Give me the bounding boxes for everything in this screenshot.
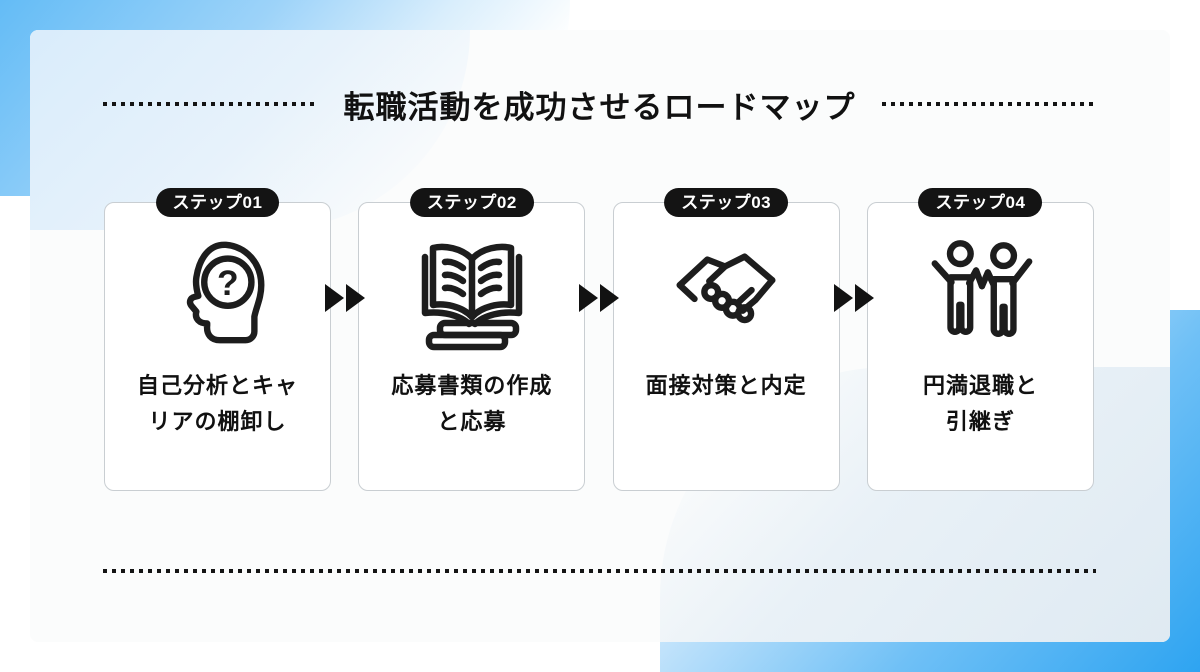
dotted-line-bottom <box>103 569 1096 573</box>
arrow-triangle <box>579 284 598 312</box>
title-row: 転職活動を成功させるロードマップ <box>103 82 1096 126</box>
head-question-icon: ? <box>157 230 279 356</box>
step-2-label: 応募書類の作成 と応募 <box>391 373 553 434</box>
svg-text:?: ? <box>217 263 239 303</box>
double-arrow-icon <box>579 284 619 312</box>
step-card-2: ステップ02 <box>358 188 586 491</box>
dotted-line-left <box>103 102 318 106</box>
dotted-line-right <box>881 102 1096 106</box>
arrow-triangle <box>834 284 853 312</box>
step-2-badge: ステップ02 <box>409 188 534 217</box>
double-arrow-icon <box>325 284 365 312</box>
step-3-label: 面接対策と内定 <box>645 373 807 398</box>
step-card-4: ステップ04 <box>866 188 1094 491</box>
handshake-icon <box>665 230 787 356</box>
step-card-1: ステップ01 ? 自己分析とキャ リアの棚卸し <box>104 188 331 491</box>
step-4-badge: ステップ04 <box>918 188 1043 217</box>
step-4-label: 円満退職と 引継ぎ <box>922 373 1038 434</box>
step-3-badge: ステップ03 <box>664 188 789 217</box>
two-people-icon <box>919 230 1041 356</box>
step-1-label: 自己分析とキャ リアの棚卸し <box>136 373 298 434</box>
steps-row: ステップ01 ? 自己分析とキャ リアの棚卸し ステップ02 <box>104 188 1094 491</box>
arrow-triangle <box>325 284 344 312</box>
arrow-triangle <box>346 284 365 312</box>
page-title: 転職活動を成功させるロードマップ <box>343 89 856 125</box>
arrow-triangle <box>600 284 619 312</box>
roadmap-board: 転職活動を成功させるロードマップ ステップ01 ? 自己分析とキャ リアの棚卸し <box>30 30 1170 642</box>
double-arrow-icon <box>834 284 874 312</box>
step-card-3: ステップ03 <box>612 188 840 491</box>
step-1-badge: ステップ01 <box>155 188 280 217</box>
arrow-triangle <box>855 284 874 312</box>
open-book-icon <box>411 230 533 356</box>
